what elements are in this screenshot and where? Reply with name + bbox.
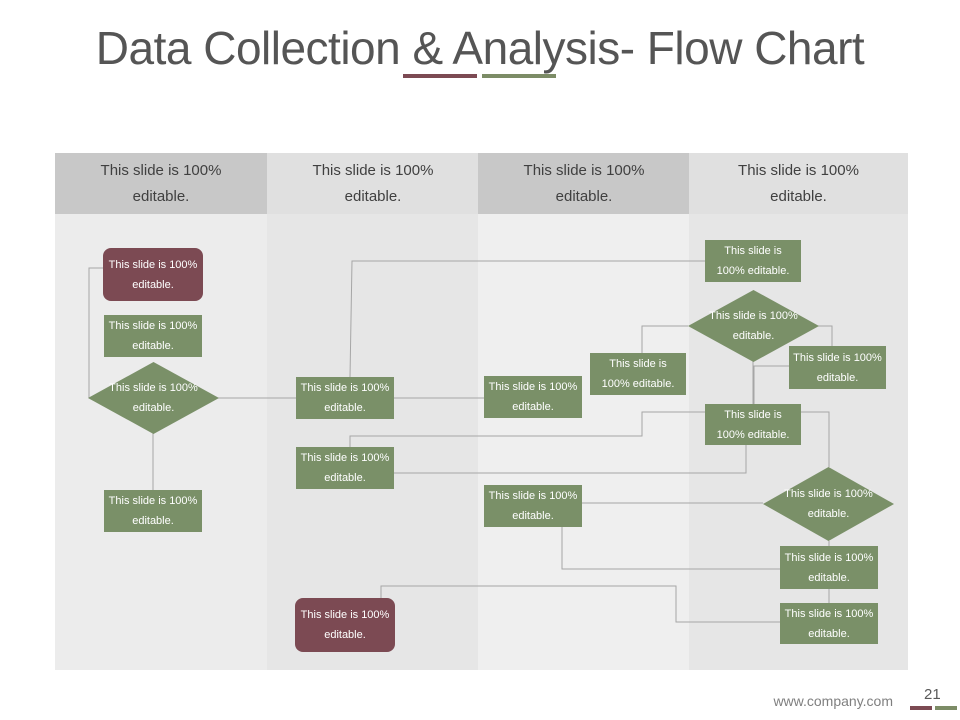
lane-4-header: This slide is 100% editable. <box>689 153 908 214</box>
connector <box>393 445 747 474</box>
process-node[interactable]: This slide is 100% editable. <box>484 376 582 418</box>
process-node[interactable]: This slide is 100% editable. <box>705 404 801 445</box>
process-node-start[interactable]: This slide is 100% editable. <box>103 248 203 301</box>
connector <box>349 411 705 447</box>
decision-node[interactable]: This slide is 100% editable. <box>88 362 219 434</box>
process-node[interactable]: This slide is 100% editable. <box>780 546 878 589</box>
footer-url[interactable]: www.company.com <box>773 693 893 709</box>
connector <box>753 365 789 404</box>
lane-2-header: This slide is 100% editable. <box>267 153 479 214</box>
lane-1-header: This slide is 100% editable. <box>55 153 267 214</box>
connector <box>801 411 830 467</box>
page-number: 21 <box>924 686 941 703</box>
page-accent-green <box>935 706 957 710</box>
connector <box>561 526 780 570</box>
title-accent-green <box>482 74 556 78</box>
lane-3-header: This slide is 100% editable. <box>478 153 690 214</box>
process-node[interactable]: This slide is 100% editable. <box>104 315 202 357</box>
process-node[interactable]: This slide is 100% editable. <box>296 377 394 419</box>
connector <box>88 267 103 398</box>
connector <box>380 585 780 623</box>
process-node[interactable]: This slide is 100% editable. <box>484 485 582 527</box>
decision-node[interactable]: This slide is 100% editable. <box>688 290 819 362</box>
lane-3: This slide is 100% editable. <box>478 153 690 670</box>
process-node[interactable]: This slide is 100% editable. <box>780 603 878 644</box>
process-node[interactable]: This slide is 100% editable. <box>104 490 202 532</box>
title-accent-maroon <box>403 74 477 78</box>
page-title: Data Collection & Analysis- Flow Chart <box>95 22 865 74</box>
page-accent-maroon <box>910 706 932 710</box>
lane-2-body <box>267 214 479 670</box>
decision-node[interactable]: This slide is 100% editable. <box>763 467 894 541</box>
process-node-end[interactable]: This slide is 100% editable. <box>295 598 395 652</box>
lane-3-body <box>478 214 690 670</box>
connector <box>641 325 688 353</box>
process-node[interactable]: This slide is 100% editable. <box>705 240 801 282</box>
connector <box>818 325 833 346</box>
process-node[interactable]: This slide is 100% editable. <box>789 346 886 389</box>
process-node[interactable]: This slide is 100% editable. <box>590 353 686 395</box>
process-node[interactable]: This slide is 100% editable. <box>296 447 394 489</box>
lane-2: This slide is 100% editable. <box>267 153 479 670</box>
connector <box>349 260 705 378</box>
